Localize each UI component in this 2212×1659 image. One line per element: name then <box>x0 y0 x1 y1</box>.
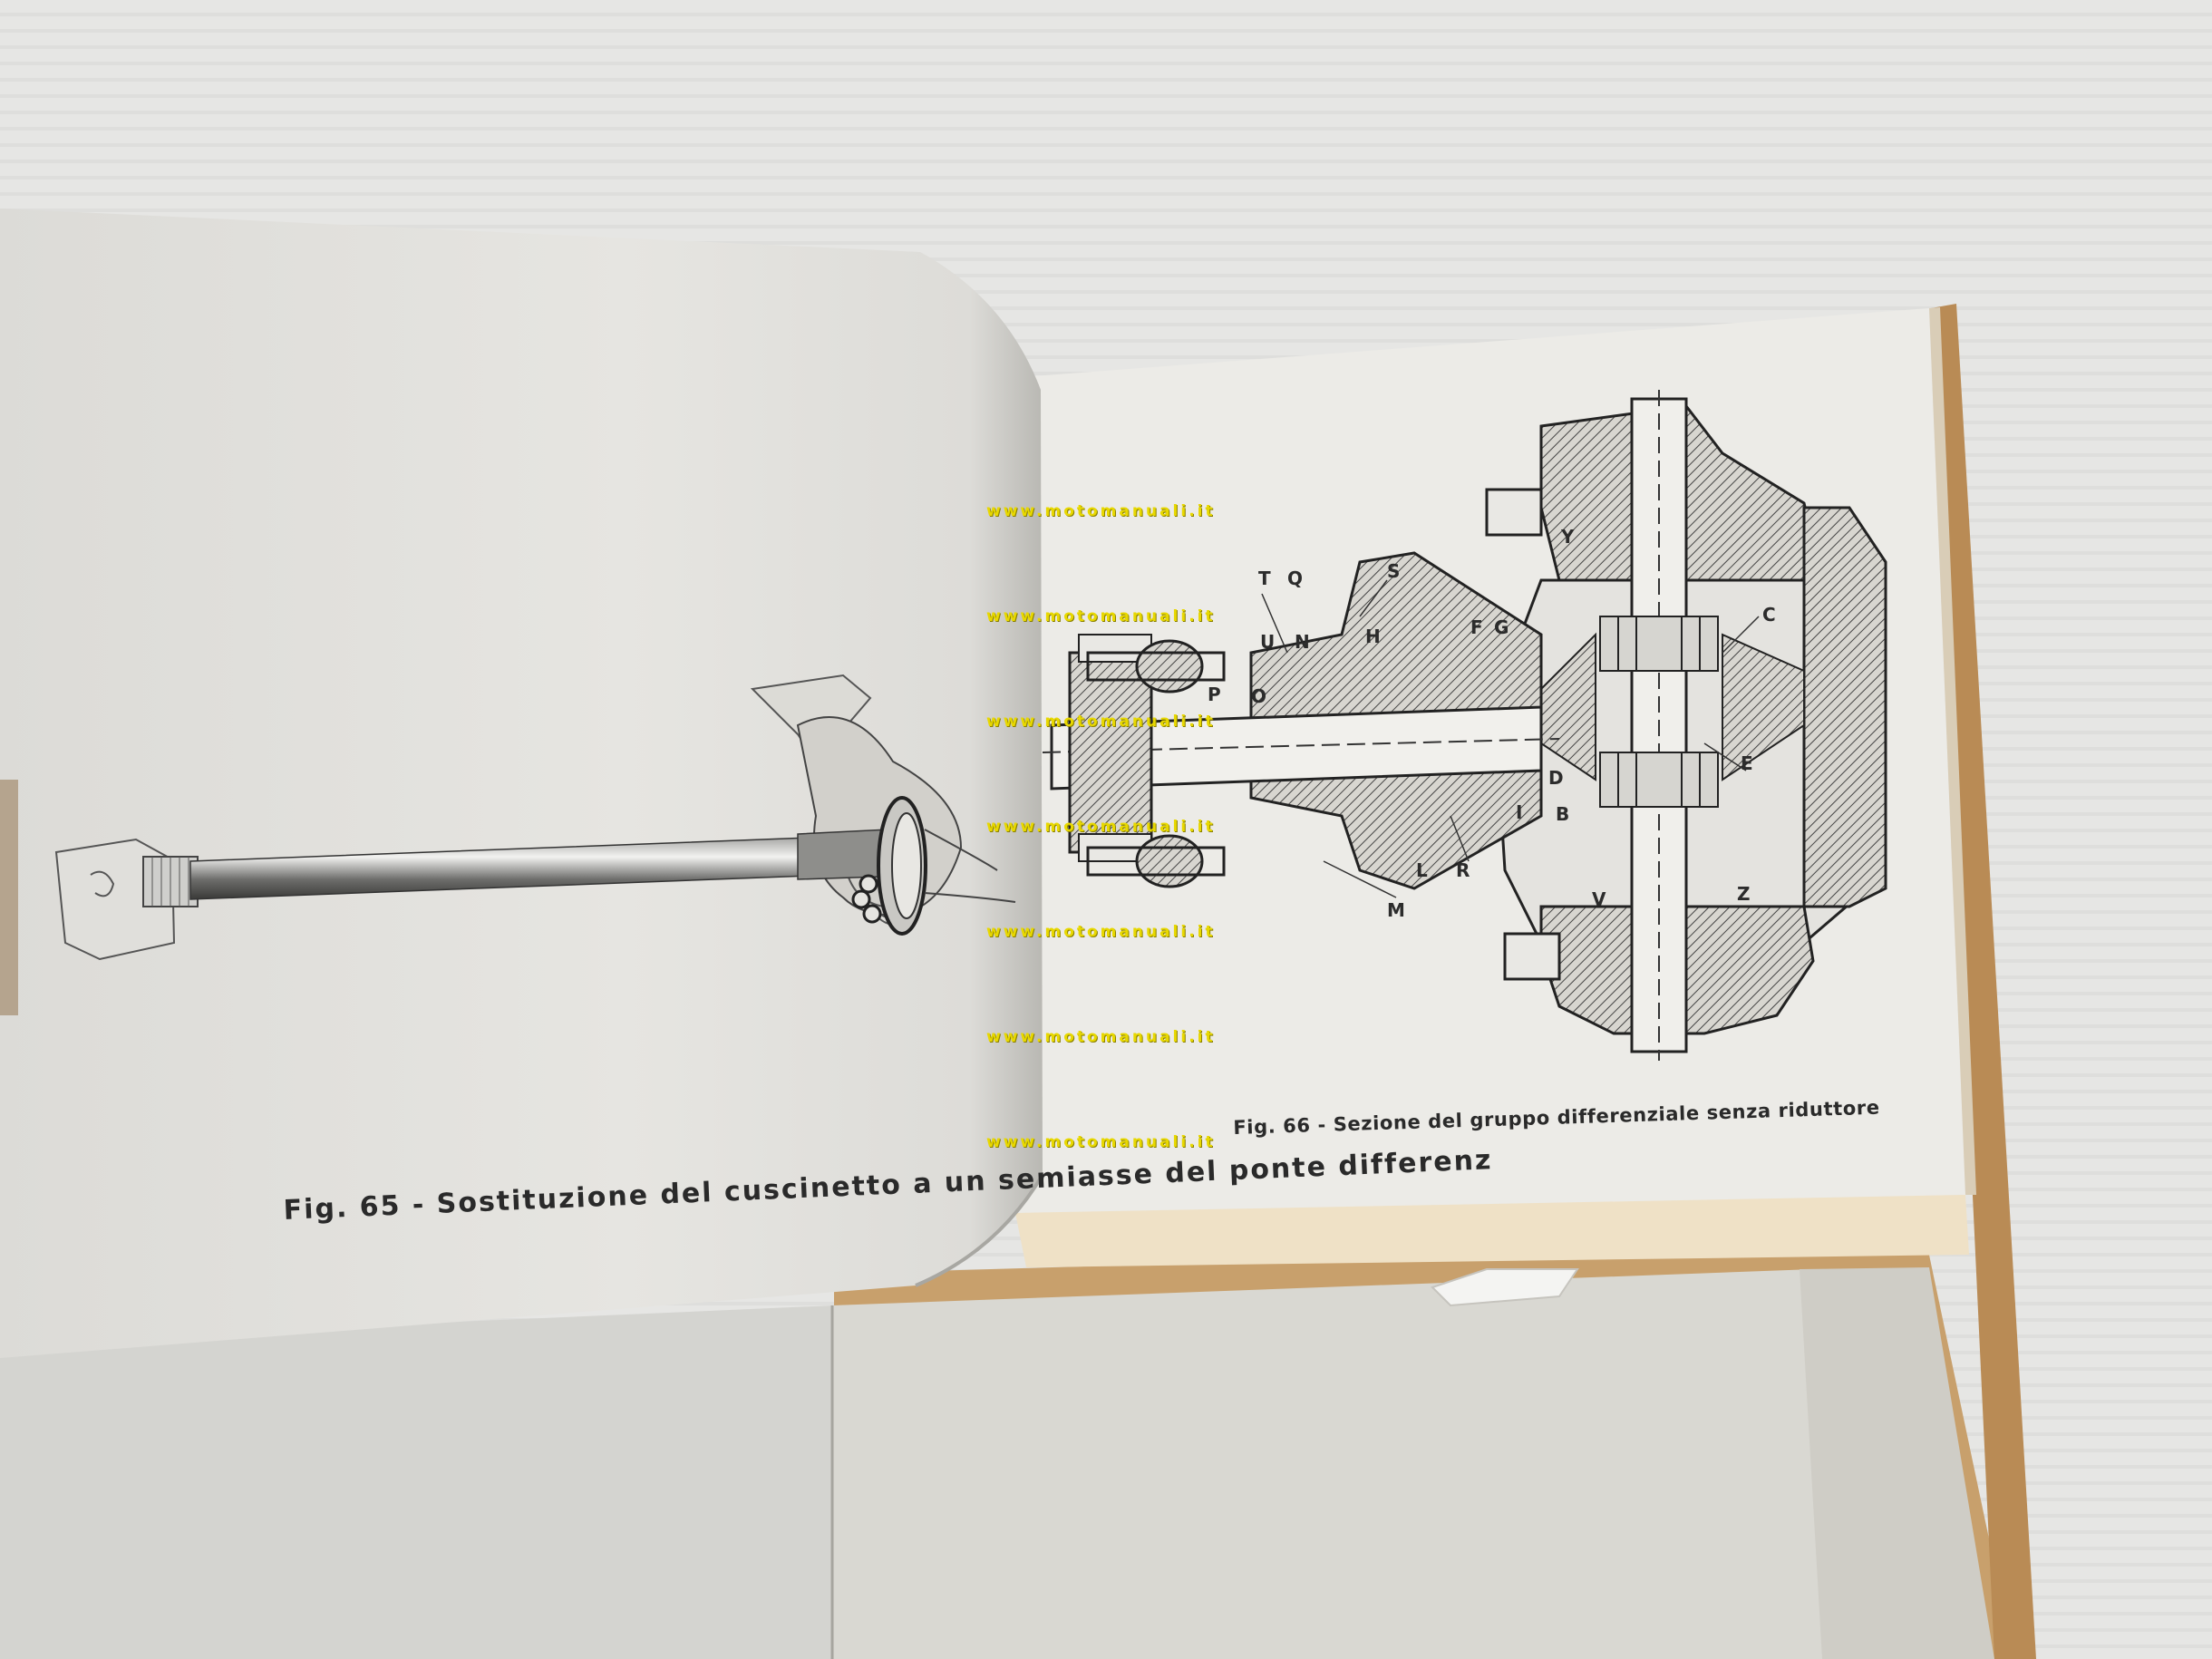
watermark-text: www.motomanuali.it <box>986 607 1216 626</box>
part-label-d: D <box>1548 767 1564 789</box>
part-label-g: G <box>1494 616 1509 638</box>
part-label-l: L <box>1416 859 1428 881</box>
part-label-u: U <box>1260 631 1276 653</box>
part-label-i: I <box>1516 801 1523 823</box>
left-page <box>0 209 1044 1358</box>
watermark-text: www.motomanuali.it <box>986 502 1216 520</box>
part-label-b: B <box>1556 803 1570 825</box>
lower-page <box>0 1267 1994 1659</box>
part-label-e: E <box>1741 752 1753 774</box>
part-label-h: H <box>1365 626 1381 647</box>
part-label-m: M <box>1387 899 1405 921</box>
watermark-text: www.motomanuali.it <box>986 713 1216 731</box>
part-label-n: N <box>1295 631 1310 653</box>
part-label-o: O <box>1251 685 1267 707</box>
part-label-t: T <box>1258 568 1271 589</box>
part-label-s: S <box>1387 560 1401 582</box>
part-label-p: P <box>1208 684 1221 705</box>
watermark-text: www.motomanuali.it <box>986 818 1216 836</box>
fig66-diagram <box>1042 390 1887 1061</box>
watermark-text: www.motomanuali.it <box>986 1028 1216 1046</box>
watermark-text: www.motomanuali.it <box>986 1133 1216 1151</box>
watermark-text: www.motomanuali.it <box>986 923 1216 941</box>
part-label-r: R <box>1456 859 1470 881</box>
part-label-v: V <box>1592 888 1606 910</box>
part-label-z: Z <box>1737 883 1751 905</box>
part-label-y: Y <box>1561 526 1575 548</box>
fig65-illustration <box>54 674 1016 961</box>
part-label-c: C <box>1762 604 1776 626</box>
part-label-q: Q <box>1287 568 1304 589</box>
part-label-f: F <box>1470 616 1483 638</box>
